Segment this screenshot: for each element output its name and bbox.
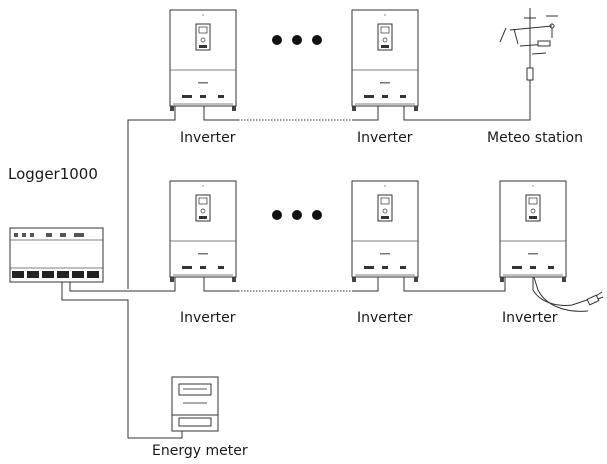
- inverter-label: Inverter: [180, 310, 236, 326]
- inverter-icon: [351, 9, 419, 112]
- inverter-icon: [351, 180, 419, 283]
- energy-meter-label: Energy meter: [152, 443, 248, 459]
- inverter-label: Inverter: [357, 130, 413, 146]
- inverter-icon: [169, 180, 237, 283]
- cable-sensor-icon: [586, 291, 604, 306]
- inverter-icon: [169, 9, 237, 112]
- inverter-label: Inverter: [502, 310, 558, 326]
- logger-label: Logger1000: [8, 165, 98, 183]
- meteo-station-label: Meteo station: [487, 130, 583, 146]
- more-devices-dots-icon: [272, 35, 322, 45]
- inverter-label: Inverter: [180, 130, 236, 146]
- more-devices-dots-icon: [272, 210, 322, 220]
- weather-station-icon: [499, 8, 558, 82]
- energy-meter-icon: [171, 376, 219, 432]
- inverter-icon: [499, 180, 567, 283]
- logger-device-icon: [9, 227, 104, 283]
- inverter-label: Inverter: [357, 310, 413, 326]
- wiring: [61, 82, 591, 439]
